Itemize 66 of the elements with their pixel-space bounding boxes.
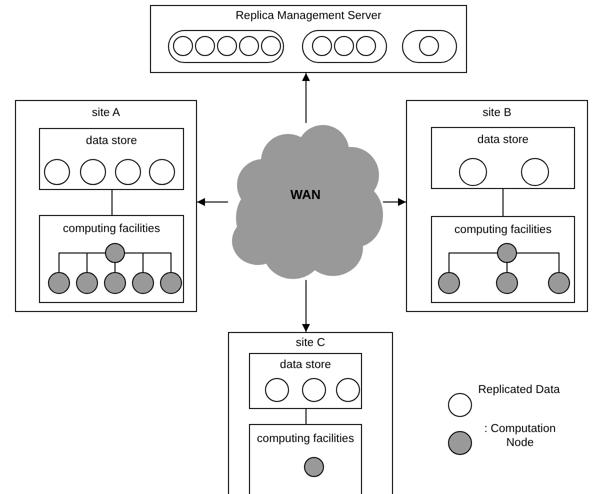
arrow (302, 72, 310, 124)
oval-container (402, 30, 457, 63)
box-title: computing facilities (454, 224, 552, 236)
replicated-data-circle (44, 159, 70, 185)
site-box (15, 100, 197, 312)
replicated-data-circle (521, 158, 549, 186)
site-box (228, 332, 393, 494)
site-label: site A (92, 107, 120, 119)
box-title: computing facilities (256, 433, 354, 445)
cloud-label: WAN (290, 187, 321, 202)
legend-text: Replicated Data (477, 383, 561, 397)
box-title: data store (477, 134, 529, 146)
replicated-data-circle (80, 159, 106, 185)
connector-line (124, 252, 172, 272)
computation-node-circle (304, 457, 324, 477)
computing-facilities-box (39, 215, 184, 303)
site-label: site B (482, 107, 512, 119)
computation-node-circle (497, 243, 517, 263)
replicated-data-circle (336, 378, 360, 402)
replicated-data-circle (419, 36, 439, 56)
connector-line (506, 262, 508, 272)
computation-node-circle (160, 272, 182, 294)
arrow (302, 280, 310, 332)
computation-node-circle (48, 272, 70, 294)
computing-facilities-box (431, 216, 575, 303)
data-store-box (39, 128, 184, 190)
box-title: data store (280, 359, 332, 371)
box-title: computing facilities (62, 223, 160, 235)
replicated-data-circle (261, 36, 281, 56)
computation-node-circle (104, 272, 126, 294)
connector-line (86, 252, 106, 272)
connector-line (448, 252, 498, 272)
replicated-data-circle (115, 159, 141, 185)
replicated-data-circle (312, 36, 332, 56)
box-title: data store (86, 135, 138, 147)
replicated-data-circle (149, 159, 175, 185)
arrow (196, 198, 228, 206)
computation-node-circle (76, 272, 98, 294)
oval-container (168, 30, 284, 63)
replicated-data-circle (173, 36, 193, 56)
replicated-data-circle (265, 378, 289, 402)
server-box (150, 5, 467, 73)
replicated-data-circle (459, 158, 487, 186)
computation-node-circle (496, 272, 518, 294)
computation-node-circle (105, 243, 125, 263)
replicated-data-circle (334, 36, 354, 56)
computing-facilities-box (249, 424, 362, 494)
replicated-data-circle (195, 36, 215, 56)
legend-text: : Computation Node (483, 422, 557, 450)
connector-line (502, 188, 504, 216)
arrow (382, 198, 406, 206)
site-label: site C (296, 337, 326, 349)
replicated-data-circle (239, 36, 259, 56)
connector-line (516, 252, 560, 272)
site-box (406, 100, 588, 312)
data-store-box (249, 353, 362, 409)
replicated-data-circle (356, 36, 376, 56)
box-title: Replica Management Server (236, 10, 382, 22)
data-store-box (431, 127, 575, 189)
replicated-data-circle (217, 36, 237, 56)
oval-container (302, 30, 387, 63)
computation-node-circle (132, 272, 154, 294)
connector-line (114, 262, 116, 272)
replicated-data-circle (302, 378, 326, 402)
computation-node-circle (548, 272, 570, 294)
computation-node-circle (438, 272, 460, 294)
